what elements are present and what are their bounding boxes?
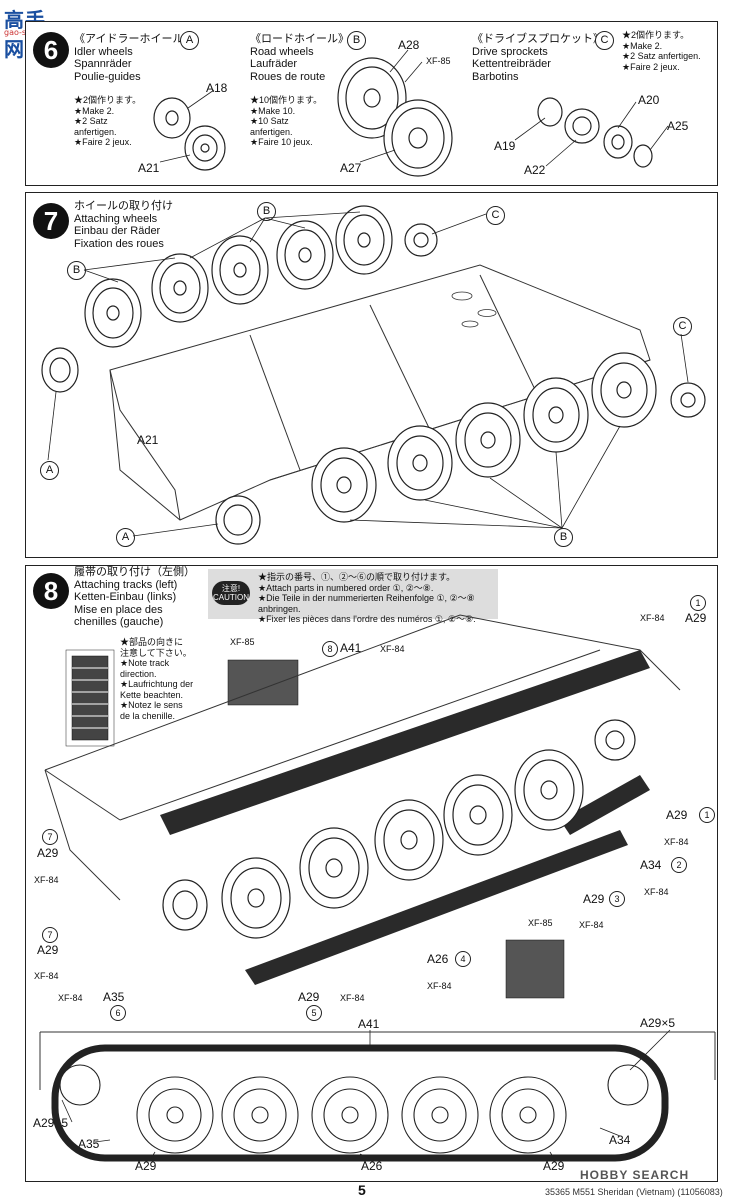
caution-text: ★指示の番号、①、②～⑥の順で取り付けます。★Attach parts in n… (258, 572, 476, 624)
part-a20: A20 (638, 93, 660, 107)
side-a26: A26 (361, 1159, 383, 1173)
part-a18: A18 (206, 81, 228, 95)
caution-tag: 注意!CAUTION (212, 581, 250, 605)
idler-title: 《アイドラーホイール》 Idler wheels Spannräder Poul… (74, 33, 195, 83)
hobbysearch-logo: HOBBY SEARCH (580, 1168, 690, 1182)
callout-1-part: A29 (685, 611, 707, 625)
side-a29-left: A29 (135, 1159, 157, 1173)
callout-8-part: A41 (340, 641, 362, 655)
step7-tag-a-bottom: A (116, 528, 135, 547)
callout-6-paint: XF-84 (58, 993, 83, 1003)
callout-7a-paint: XF-84 (34, 875, 59, 885)
step7-tag-c-top: C (486, 206, 505, 225)
step-8-title: 履帯の取り付け（左側）Attaching tracks (left)Ketten… (74, 566, 195, 628)
part-a27: A27 (340, 161, 362, 175)
side-a34: A34 (609, 1133, 631, 1147)
step7-tag-c-right: C (673, 317, 692, 336)
callout-1b-paint: XF-84 (664, 837, 689, 847)
callout-1b-num: 1 (699, 807, 715, 823)
callout-3-part: A29 (583, 892, 605, 906)
callout-5-paint: XF-84 (340, 993, 365, 1003)
idler-tag: A (180, 31, 199, 50)
step-6-number: 6 (33, 32, 69, 68)
callout-8-num: 8 (322, 641, 338, 657)
part-a19: A19 (494, 139, 516, 153)
callout-6-part: A35 (103, 990, 125, 1004)
callout-7b-num: 7 (42, 927, 58, 943)
road-wheel-tag: B (347, 31, 366, 50)
callout-3-num: 3 (609, 891, 625, 907)
step7-tag-b-left: B (67, 261, 86, 280)
callout-7a-part: A29 (37, 846, 59, 860)
paint-xf85-inset: XF-85 (230, 637, 255, 647)
callout-3-paint: XF-84 (579, 920, 604, 930)
callout-1-num: 1 (690, 595, 706, 611)
part-a21: A21 (138, 161, 160, 175)
side-a29x5-left: A29×5 (33, 1116, 69, 1130)
watermark-text: 高手网 (4, 8, 46, 61)
step-7-number: 7 (33, 203, 69, 239)
side-a29-right: A29 (543, 1159, 565, 1173)
callout-6-num: 6 (110, 1005, 126, 1021)
callout-4-num: 4 (455, 951, 471, 967)
callout-1b-part: A29 (666, 808, 688, 822)
side-a41: A41 (358, 1017, 380, 1031)
callout-5-num: 5 (306, 1005, 322, 1021)
side-a29x5-top: A29×5 (640, 1016, 676, 1030)
callout-7a-num: 7 (42, 829, 58, 845)
page-number: 5 (358, 1182, 366, 1198)
part-a28: A28 (398, 38, 420, 52)
callout-2-paint: XF-84 (644, 887, 669, 897)
sprocket-title: 《ドライブスプロケット》 Drive sprockets Kettentreib… (472, 33, 604, 83)
callout-2-num: 2 (671, 857, 687, 873)
part-a25: A25 (667, 119, 689, 133)
side-a35: A35 (78, 1137, 100, 1151)
callout-7b-paint: XF-84 (34, 971, 59, 981)
callout-4-part: A26 (427, 952, 449, 966)
callout-5-part: A29 (298, 990, 320, 1004)
callout-4-paint: XF-84 (427, 981, 452, 991)
paint-xf85: XF-85 (426, 56, 451, 66)
callout-7b-part: A29 (37, 943, 59, 957)
part-a22: A22 (524, 163, 546, 177)
sprocket-tag: C (595, 31, 614, 50)
footer-code: 35365 M551 Sheridan (Vietnam) (11056083) (545, 1187, 723, 1197)
step7-tag-b-bottom: B (554, 528, 573, 547)
step-8-number: 8 (33, 573, 69, 609)
step7-tag-b-top: B (257, 202, 276, 221)
step7-part-a21: A21 (137, 433, 159, 447)
sprocket-note: ★2個作ります。★Make 2.★2 Satz anfertigen.★Fair… (622, 30, 701, 72)
paint-xf85-lower: XF-85 (528, 918, 553, 928)
callout-8-paint: XF-84 (380, 644, 405, 654)
caution-box: 注意!CAUTION ★指示の番号、①、②～⑥の順で取り付けます。★Attach… (208, 569, 498, 624)
callout-1-paint: XF-84 (640, 613, 665, 623)
road-wheel-title: 《ロードホイール》 Road wheels Laufräder Roues de… (250, 33, 349, 83)
callout-2-part: A34 (640, 858, 662, 872)
step7-tag-a-left: A (40, 461, 59, 480)
